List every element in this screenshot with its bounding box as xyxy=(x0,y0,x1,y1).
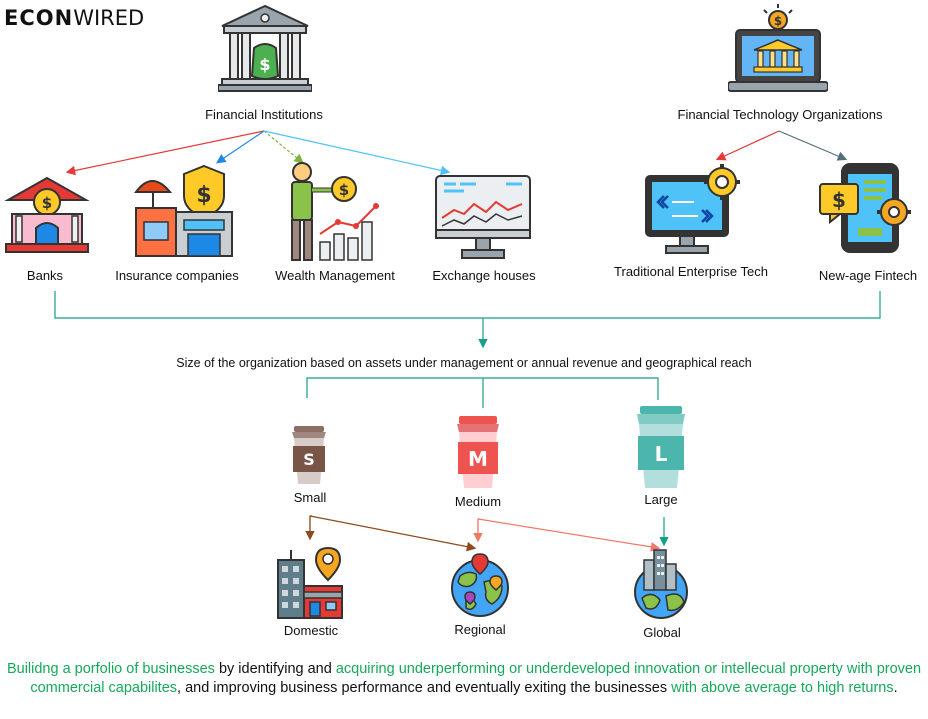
exchange-house-icon xyxy=(435,175,531,259)
new-age-fintech-icon: $ xyxy=(819,163,911,253)
svg-text:$: $ xyxy=(832,188,846,212)
fintech-laptop-icon: $ xyxy=(728,4,828,92)
institution-label-exchange: Exchange houses xyxy=(432,268,536,283)
svg-text:$: $ xyxy=(339,181,349,199)
regional-globe-icon xyxy=(451,553,509,617)
fintech-label-traditional: Traditional Enterprise Tech xyxy=(614,264,768,279)
medium-cup-icon: M xyxy=(457,416,499,488)
logo-part-wired: WIRED xyxy=(73,6,145,30)
arrow-medium-to-global xyxy=(477,518,661,552)
large-cup-icon: L xyxy=(637,406,685,488)
reach-label-global: Global xyxy=(643,625,681,640)
institution-label-insurance: Insurance companies xyxy=(115,268,239,283)
svg-text:$: $ xyxy=(42,194,52,212)
arrow-to-new-age-fintech xyxy=(778,130,848,161)
summary-text-3: . xyxy=(893,680,898,696)
size-label-large: Large xyxy=(644,492,678,507)
logo-part-econ: ECON xyxy=(4,6,74,30)
categories-bracket xyxy=(54,291,881,319)
small-cup-letter: S xyxy=(303,450,315,469)
large-cup-letter: L xyxy=(655,442,668,466)
medium-cup-letter: M xyxy=(468,447,488,471)
svg-text:$: $ xyxy=(774,14,782,28)
arrow-to-exchange xyxy=(263,130,451,176)
summary-highlight-1: Builidng a porfolio of businesses xyxy=(6,661,215,677)
svg-text:$: $ xyxy=(259,55,270,74)
arrow-to-banks xyxy=(65,130,265,176)
institution-label-wealth: Wealth Management xyxy=(275,268,395,283)
global-city-icon xyxy=(634,549,688,619)
insurance-icon: $ xyxy=(134,164,233,257)
wealth-management-icon: $ xyxy=(291,162,379,261)
econwired-logo: ECONWIRED xyxy=(4,6,144,30)
summary-text-1: by identifying and xyxy=(214,661,336,677)
arrow-to-insurance xyxy=(216,130,265,164)
institution-label-banks: Banks xyxy=(26,268,64,283)
financial-institution-icon: $ xyxy=(218,4,312,92)
fintech-label-new-age: New-age Fintech xyxy=(818,268,918,283)
bank-icon: $ xyxy=(4,176,90,253)
arrow-to-wealth xyxy=(263,130,304,164)
portfolio-summary: Builidng a porfolio of businesses by ide… xyxy=(0,660,928,698)
fintech-orgs-label: Financial Technology Organizations xyxy=(677,107,883,122)
summary-highlight-3: with above average to high returns xyxy=(671,680,894,696)
size-label-medium: Medium xyxy=(454,494,502,509)
enterprise-tech-icon xyxy=(645,164,740,254)
financial-institutions-label: Financial Institutions xyxy=(205,107,323,122)
summary-highlight-2: acquiring underperforming or underdevelo… xyxy=(30,661,922,696)
arrow-small-to-regional xyxy=(309,515,477,552)
reach-label-domestic: Domestic xyxy=(283,623,339,638)
svg-text:$: $ xyxy=(196,183,211,208)
small-cup-icon: S xyxy=(292,426,326,484)
domestic-icon xyxy=(277,546,343,619)
summary-text-2: , and improving business performance and… xyxy=(177,680,672,696)
reach-label-regional: Regional xyxy=(454,622,506,637)
arrow-to-traditional-tech xyxy=(715,130,780,161)
size-caption: Size of the organization based on assets… xyxy=(176,356,752,370)
size-label-small: Small xyxy=(293,490,327,505)
